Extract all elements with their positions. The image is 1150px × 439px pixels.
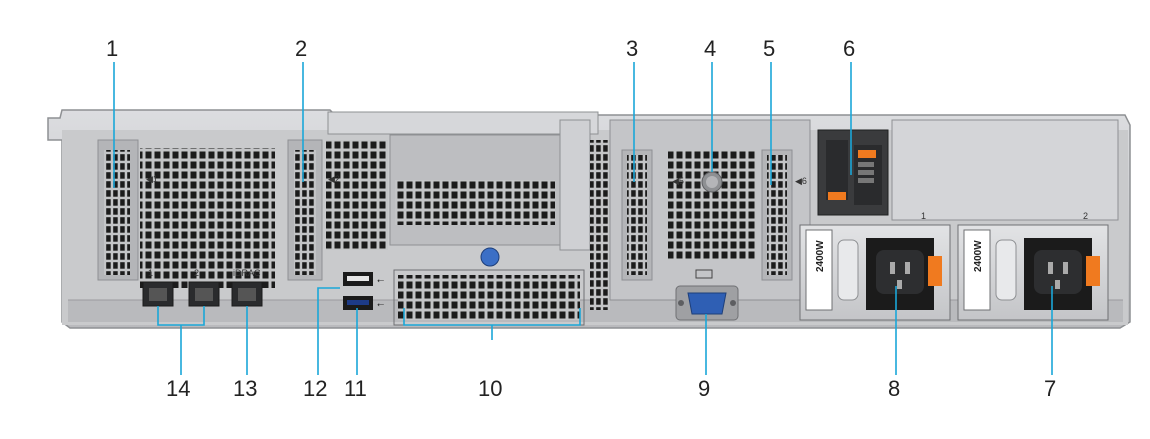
callout-13: 13 bbox=[233, 376, 257, 401]
psu-2[interactable]: 2400W 2 bbox=[957, 211, 1109, 321]
riser2-bay: ◀2 bbox=[287, 139, 388, 281]
psu-1[interactable]: 2400W 1 bbox=[799, 211, 951, 321]
psu1-handle[interactable] bbox=[837, 239, 859, 301]
psu2-rating: 2400W bbox=[973, 240, 984, 272]
callout-9: 9 bbox=[698, 376, 710, 401]
usb3-icon: ⭠ bbox=[377, 299, 384, 309]
nic-label-2: 2 bbox=[194, 268, 199, 278]
callout-4: 4 bbox=[704, 36, 716, 61]
callout-12: 12 bbox=[303, 376, 327, 401]
riser3-bay: ◀5 ◀6 bbox=[609, 119, 811, 301]
nic-label-1: 1 bbox=[148, 268, 153, 278]
usb2-icon: ⭠ bbox=[377, 275, 384, 285]
slot-label-1: ◀1 bbox=[146, 174, 158, 184]
ocp-module[interactable] bbox=[817, 129, 889, 216]
callout-10: 10 bbox=[478, 376, 502, 401]
callout-1: 1 bbox=[106, 36, 118, 61]
thumbscrew-icon[interactable] bbox=[480, 247, 500, 267]
slot-label-6: ◀6 bbox=[795, 176, 807, 186]
riser1-bay: ◀1 bbox=[97, 139, 275, 288]
callout-2: 2 bbox=[295, 36, 307, 61]
psu-cage-top bbox=[891, 119, 1119, 221]
psu2-release-tab[interactable] bbox=[1086, 256, 1100, 286]
callout-8: 8 bbox=[888, 376, 900, 401]
callout-5: 5 bbox=[763, 36, 775, 61]
callout-6: 6 bbox=[843, 36, 855, 61]
psu2-label: 2 bbox=[1083, 211, 1088, 221]
nic-ports: 1 2 iDRAC bbox=[142, 268, 263, 307]
callout-lines bbox=[113, 62, 1053, 375]
slot-label-2: ◀2 bbox=[328, 174, 340, 184]
psu1-rating: 2400W bbox=[815, 240, 826, 272]
vent-grille bbox=[140, 148, 275, 288]
psu1-release-tab[interactable] bbox=[928, 256, 942, 286]
center-plate bbox=[327, 111, 610, 326]
psu1-label: 1 bbox=[921, 211, 926, 221]
idrac-label: iDRAC bbox=[233, 268, 261, 278]
callout-14: 14 bbox=[166, 376, 190, 401]
callout-numbers: 1 2 3 4 5 6 7 8 9 10 11 12 13 14 bbox=[106, 36, 1056, 401]
usb-ports: ⭠ ⭠ bbox=[343, 272, 384, 310]
vga-port[interactable] bbox=[675, 269, 739, 321]
callout-11: 11 bbox=[344, 376, 367, 401]
callout-3: 3 bbox=[626, 36, 638, 61]
vga-icon bbox=[695, 269, 713, 279]
callout-7: 7 bbox=[1044, 376, 1056, 401]
psu2-handle[interactable] bbox=[995, 239, 1017, 301]
slot-label-5: ◀5 bbox=[672, 176, 684, 186]
